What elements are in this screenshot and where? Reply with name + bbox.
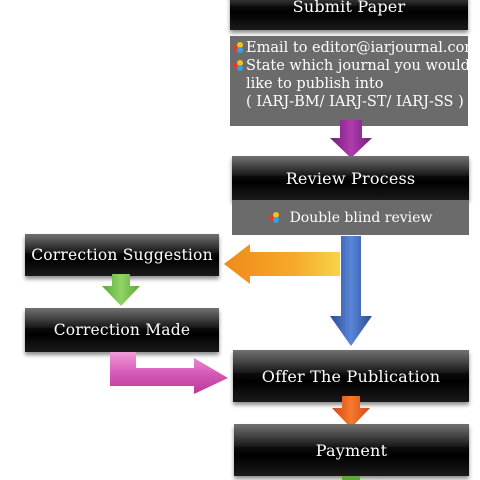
arrow-down-red (332, 396, 370, 428)
correction-suggestion-title: Correction Suggestion (31, 246, 213, 264)
submit-line-journal: State which journal you would (233, 58, 470, 74)
arrow-stub-green (342, 476, 360, 480)
submit-line-journals: ( IARJ-BM/ IARJ-ST/ IARJ-SS ) (246, 94, 464, 110)
bullet-icon (268, 212, 280, 223)
payment-box: Payment (234, 424, 469, 476)
submit-line-publish: like to publish into (246, 76, 384, 92)
submit-paper-title: Submit Paper (292, 0, 406, 16)
correction-suggestion-box: Correction Suggestion (25, 234, 219, 276)
arrow-right-pink (110, 352, 228, 394)
review-process-title: Review Process (285, 168, 416, 188)
submit-details-panel: Email to editor@iarjournal.com State whi… (230, 36, 478, 126)
submit-paper-box: Submit Paper (230, 0, 468, 30)
arrow-down-blue (330, 236, 372, 346)
arrow-down-green (102, 274, 140, 306)
correction-made-title: Correction Made (53, 321, 191, 339)
offer-publication-title: Offer The Publication (261, 366, 441, 386)
review-detail-text: Double blind review (289, 209, 433, 226)
arrow-left-orange (224, 244, 340, 284)
review-details-panel: Double blind review (232, 200, 469, 235)
bullet-icon (233, 60, 244, 71)
offer-publication-box: Offer The Publication (233, 350, 469, 402)
payment-title: Payment (315, 440, 388, 460)
review-process-box: Review Process (232, 156, 469, 200)
submit-line-email: Email to editor@iarjournal.com (233, 40, 478, 56)
correction-made-box: Correction Made (25, 308, 219, 352)
arrow-down-purple (330, 120, 372, 158)
bullet-icon (233, 42, 244, 53)
